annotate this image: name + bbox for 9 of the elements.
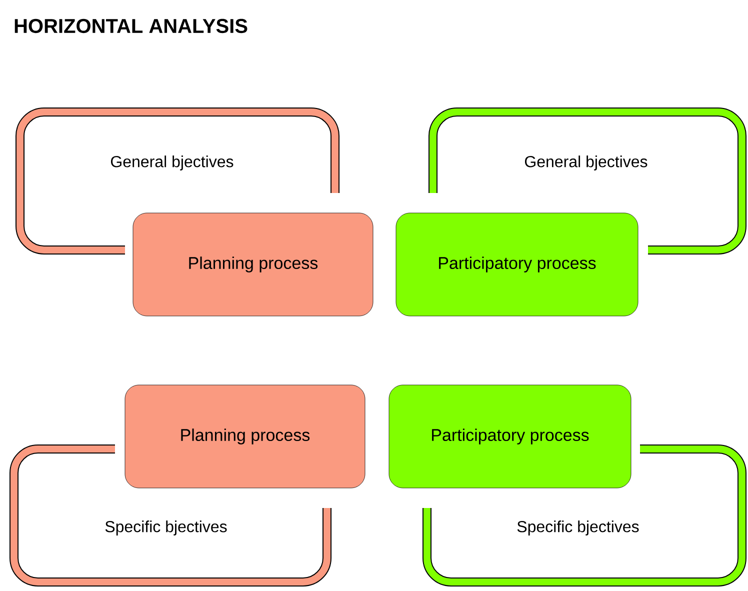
- process-box: Participatory process: [396, 212, 638, 316]
- title: HORIZONTAL ANALYSIS: [14, 18, 248, 34]
- loop-band: General bjectives: [16, 108, 340, 254]
- process-box: Planning process: [124, 384, 366, 488]
- loop-band: Specific bjectives: [422, 444, 746, 586]
- process-box: Participatory process: [388, 384, 632, 488]
- loop-band: Specific bjectives: [10, 444, 332, 586]
- loop-band: General bjectives: [428, 108, 746, 254]
- process-box: Planning process: [132, 212, 374, 316]
